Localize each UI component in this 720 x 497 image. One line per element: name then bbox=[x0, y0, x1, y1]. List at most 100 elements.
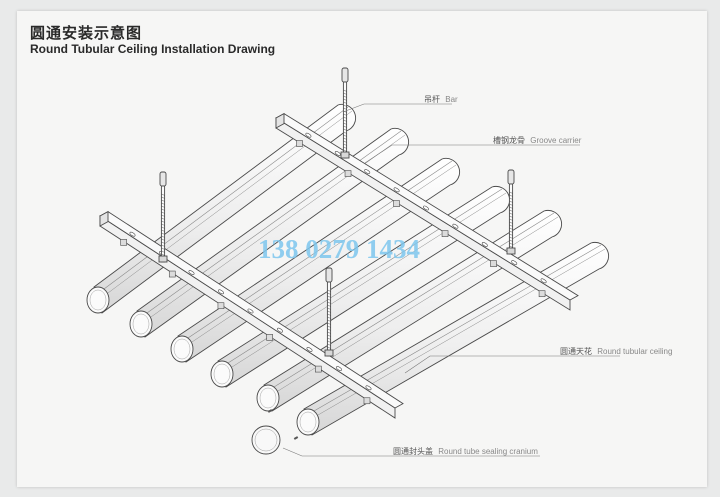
bar-thread bbox=[343, 89, 347, 92]
carrier-clip bbox=[168, 270, 176, 278]
carrier-clip bbox=[120, 239, 127, 246]
carrier-end bbox=[99, 210, 109, 227]
groove-carrier-2 bbox=[275, 112, 579, 311]
callout-bar: 吊杆 Bar bbox=[424, 94, 458, 104]
tube-end-cap bbox=[296, 408, 320, 436]
bar-thread bbox=[509, 197, 513, 200]
title-english: Round Tubular Ceiling Installation Drawi… bbox=[30, 42, 276, 56]
bar-thread bbox=[161, 199, 165, 202]
callout-sealing-cranium: 圆通封头盖 Round tube sealing cranium bbox=[393, 446, 538, 456]
bar-top-fitting bbox=[325, 267, 333, 283]
bar-thread bbox=[343, 110, 347, 113]
carrier-clip bbox=[393, 200, 400, 207]
carrier-web bbox=[275, 117, 571, 311]
bar-thread bbox=[327, 289, 331, 292]
bar-thread bbox=[161, 193, 165, 196]
bar-thread bbox=[161, 250, 165, 253]
bar-thread bbox=[509, 200, 513, 203]
carrier-clip bbox=[538, 290, 546, 298]
carrier-slot bbox=[336, 366, 342, 371]
carrier-clip bbox=[266, 334, 273, 341]
bar-thread bbox=[509, 215, 513, 218]
bar-thread bbox=[161, 220, 165, 223]
callout-round-tubular-ceiling-cn: 圆通天花 bbox=[560, 346, 592, 356]
bar-thread bbox=[509, 227, 513, 230]
callout-groove-carrier-en: Groove carrier bbox=[530, 136, 581, 145]
bar-thread bbox=[343, 137, 347, 140]
bar-thread bbox=[343, 134, 347, 137]
bar-thread bbox=[327, 322, 331, 325]
bar-thread bbox=[161, 241, 165, 244]
bar-thread bbox=[161, 244, 165, 247]
bar-top-fitting bbox=[159, 171, 167, 187]
bar-thread bbox=[161, 247, 165, 250]
bar-thread bbox=[509, 206, 513, 209]
bar-thread bbox=[327, 331, 331, 334]
tube-end-cap bbox=[210, 360, 234, 388]
callout-groove-carrier-cn: 槽钢龙骨 bbox=[493, 135, 525, 145]
bar-thread bbox=[327, 310, 331, 313]
bar-nut bbox=[506, 247, 516, 255]
bar-thread bbox=[327, 346, 331, 349]
callout-bar-en: Bar bbox=[445, 95, 458, 104]
bar-thread bbox=[509, 230, 513, 233]
bar-thread bbox=[327, 343, 331, 346]
bar-thread bbox=[343, 140, 347, 143]
tube-end-cap bbox=[86, 286, 110, 314]
bar-thread bbox=[343, 125, 347, 128]
hanging-bar-1 bbox=[340, 67, 350, 159]
bar-thread bbox=[161, 208, 165, 211]
bar-thread bbox=[509, 194, 513, 197]
bar-thread bbox=[509, 209, 513, 212]
tube-end-cap-inner bbox=[213, 363, 231, 385]
hanging-bars bbox=[158, 67, 516, 357]
bar-thread bbox=[343, 104, 347, 107]
carrier-slot bbox=[306, 347, 313, 352]
bar-nut bbox=[158, 255, 168, 263]
bar-thread bbox=[343, 143, 347, 146]
bar-nut bbox=[340, 151, 350, 159]
hanging-bar-2 bbox=[158, 171, 168, 263]
bar-thread bbox=[327, 316, 331, 319]
bar-thread bbox=[161, 217, 165, 220]
carrier-slot bbox=[247, 308, 254, 314]
carrier-slot bbox=[365, 385, 372, 391]
bar-thread bbox=[161, 211, 165, 214]
bar-thread bbox=[161, 253, 165, 256]
callout-bar-cn: 吊杆 bbox=[424, 94, 440, 104]
tube-end-cap-inner bbox=[299, 411, 317, 433]
carrier-slot bbox=[452, 223, 459, 229]
carrier-clip bbox=[217, 302, 225, 310]
carrier-slot bbox=[129, 231, 136, 237]
bar-thread bbox=[343, 95, 347, 98]
bar-thread bbox=[161, 223, 165, 226]
watermark-phone: 138 0279 1434 bbox=[258, 234, 420, 264]
bar-thread bbox=[509, 221, 513, 224]
bar-thread bbox=[161, 229, 165, 232]
callout-groove-carrier: 槽钢龙骨 Groove carrier bbox=[493, 135, 582, 145]
groove-carrier-1 bbox=[99, 210, 404, 419]
tube-end-cap-inner bbox=[259, 387, 277, 409]
bar-thread bbox=[327, 307, 331, 310]
bar-thread bbox=[327, 301, 331, 304]
carrier-slot bbox=[277, 327, 283, 333]
bar-thread bbox=[343, 119, 347, 122]
callout-round-tubular-ceiling-en: Round tubular ceiling bbox=[597, 347, 672, 356]
carrier-slot bbox=[511, 260, 518, 265]
bar-thread bbox=[509, 233, 513, 236]
bar-thread bbox=[161, 226, 165, 229]
bar-thread bbox=[343, 128, 347, 131]
tube-body bbox=[263, 209, 563, 412]
carrier-clip bbox=[441, 230, 449, 237]
bar-thread bbox=[327, 325, 331, 328]
bar-thread bbox=[509, 212, 513, 215]
bar-thread bbox=[161, 232, 165, 235]
callout-sealing-cranium-cn: 圆通封头盖 bbox=[393, 446, 433, 456]
bar-thread bbox=[161, 235, 165, 238]
carrier-clip bbox=[344, 170, 352, 177]
hanging-bar-3 bbox=[506, 169, 516, 255]
carrier-slot bbox=[334, 151, 341, 156]
bar-thread bbox=[327, 337, 331, 340]
carrier-slot bbox=[423, 205, 429, 211]
